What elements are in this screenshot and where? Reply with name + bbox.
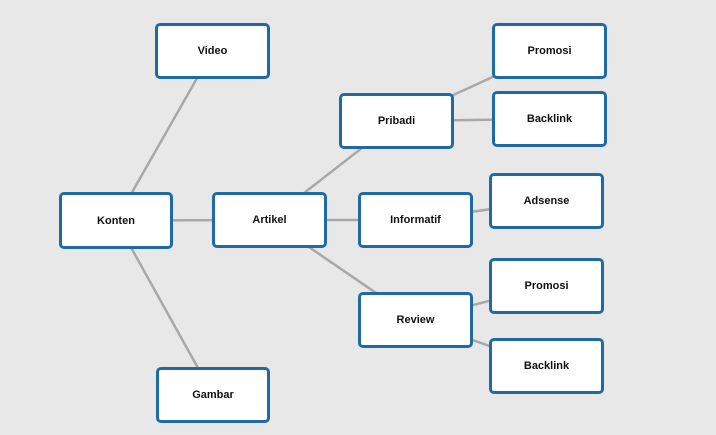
node-konten: Konten — [59, 192, 173, 249]
node-review-promosi: Promosi — [489, 258, 604, 314]
node-review: Review — [358, 292, 473, 348]
node-informatif: Informatif — [358, 192, 473, 248]
node-review-backlink: Backlink — [489, 338, 604, 394]
node-informatif-adsense: Adsense — [489, 173, 604, 229]
edge-konten-gambar — [114, 219, 215, 396]
node-gambar: Gambar — [156, 367, 270, 423]
node-pribadi-promosi: Promosi — [492, 23, 607, 79]
node-pribadi-backlink: Backlink — [492, 91, 607, 147]
node-artikel: Artikel — [212, 192, 327, 248]
node-pribadi: Pribadi — [339, 93, 454, 149]
node-video: Video — [155, 23, 270, 79]
